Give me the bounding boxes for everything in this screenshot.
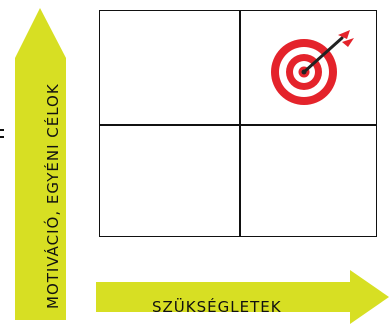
grid-horizontal-divider bbox=[100, 124, 376, 126]
grid-vertical-divider bbox=[239, 11, 241, 236]
edge-tick-mark bbox=[0, 127, 6, 140]
x-axis-label: SZÜKSÉGLETEK bbox=[152, 298, 282, 316]
y-axis-arrow bbox=[15, 8, 66, 320]
quadrant-grid bbox=[99, 10, 377, 237]
x-axis-arrow bbox=[96, 270, 389, 324]
y-axis-label: MOTIVÁCIÓ, EGYÉNI CÉLOK bbox=[44, 83, 62, 309]
bullseye-target-icon bbox=[271, 30, 354, 105]
